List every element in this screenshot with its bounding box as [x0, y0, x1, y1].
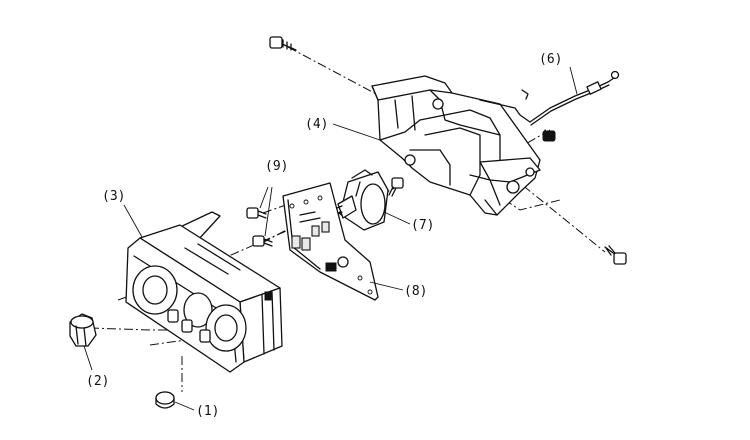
screw-bracket-right: [542, 129, 556, 142]
label-part-6: (6): [539, 52, 562, 67]
label-part-3: (3): [102, 189, 125, 204]
control-cable: [479, 66, 620, 126]
heater-control-panel: [123, 204, 283, 373]
push-button: [155, 391, 195, 411]
label-part-4: (4): [305, 117, 328, 132]
circuit-board: [282, 182, 404, 301]
screw-bottom-right: [604, 245, 627, 265]
label-part-7: (7): [411, 218, 434, 233]
label-part-2: (2): [86, 374, 109, 389]
heater-control-bracket: [332, 75, 541, 216]
screw-9b: [252, 235, 273, 247]
part-labels: (1) (2) (3) (4) (6) (7) (8) (9): [86, 52, 562, 419]
screw-top-left: [269, 36, 297, 51]
control-knob: [69, 313, 97, 371]
screw-9a: [246, 207, 267, 219]
fan-switch-screw: [388, 177, 404, 197]
label-part-1: (1): [196, 404, 219, 419]
label-part-8: (8): [404, 284, 427, 299]
leader-9: [259, 186, 273, 237]
label-part-9: (9): [265, 159, 288, 174]
fan-switch: [331, 169, 411, 231]
